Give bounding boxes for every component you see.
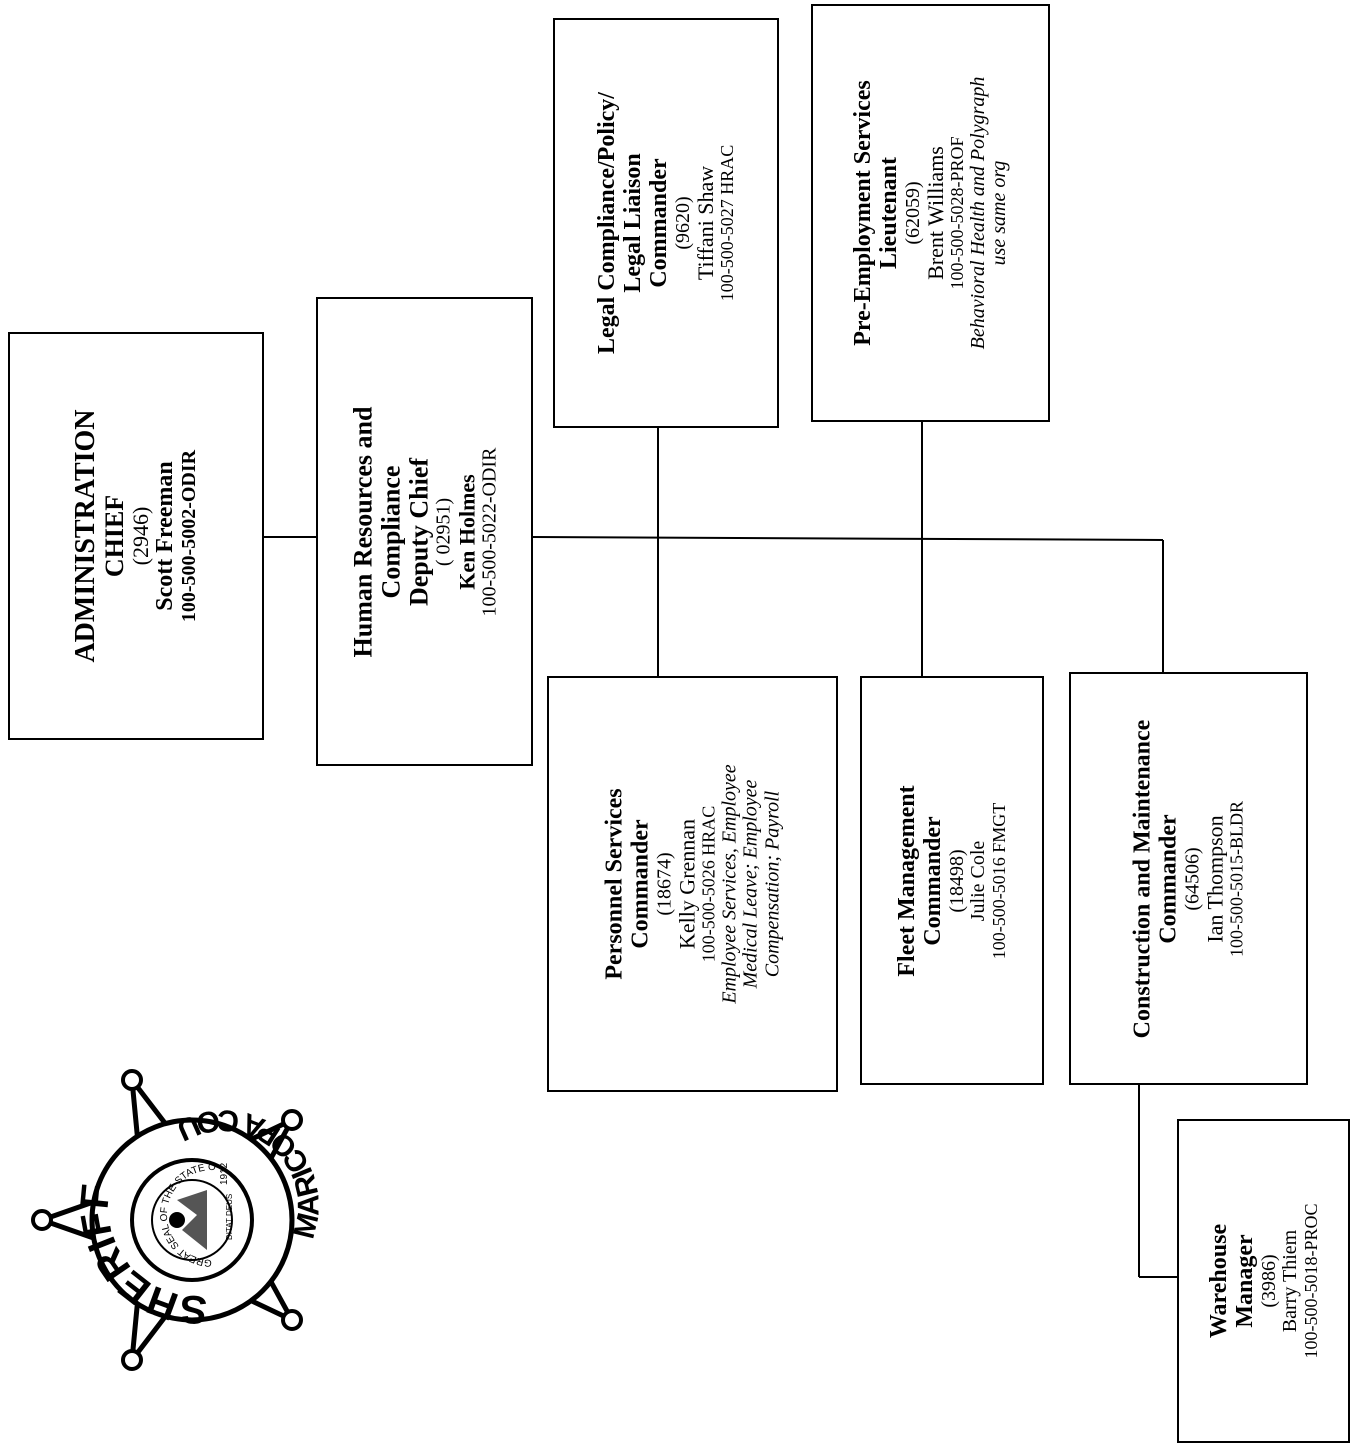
node-person: Tiffani Shaw	[693, 165, 719, 281]
node-human-resources: Human Resources and Compliance Deputy Ch…	[316, 297, 533, 766]
node-rank: Manager	[1231, 1234, 1258, 1328]
node-human-resources-text: Human Resources and Compliance Deputy Ch…	[347, 406, 500, 657]
node-title: ADMINISTRATION	[70, 409, 102, 663]
node-title: Fleet Management	[893, 784, 920, 977]
node-person: Ken Holmes	[453, 473, 479, 590]
node-construction-maintenance-text: Construction and Maintenance Commander (…	[1129, 719, 1247, 1038]
node-person: Barry Thiem	[1278, 1229, 1301, 1333]
node-title: Warehouse	[1205, 1223, 1232, 1339]
node-person: Scott Freeman	[152, 461, 179, 611]
node-org-code: 100-500-5018-PROC	[1300, 1203, 1321, 1359]
node-warehouse-text: Warehouse Manager (3986) Barry Thiem 100…	[1205, 1203, 1321, 1359]
node-number: (18498)	[945, 848, 968, 913]
node-rank: Lieutenant	[875, 156, 902, 270]
node-number: (9620)	[671, 196, 694, 250]
node-note: use same org	[987, 160, 1010, 266]
node-title: Construction and Maintenance	[1129, 719, 1156, 1038]
node-title: Compliance	[375, 465, 405, 598]
node-rank: Commander	[1155, 813, 1182, 944]
node-pre-employment: Pre-Employment Services Lieutenant (6205…	[811, 4, 1050, 422]
seal-year: 1912	[219, 1162, 230, 1185]
star-ball	[31, 1209, 53, 1231]
node-rank: CHIEF	[100, 494, 130, 578]
node-legal-compliance-text: Legal Compliance/Policy/ Legal Liaison C…	[593, 92, 738, 354]
node-org-code: 100-500-5028-PROF	[946, 136, 967, 290]
node-rank: Commander	[919, 815, 946, 946]
node-org-code: 100-500-5026 HRAC	[697, 805, 718, 963]
seal-sun	[169, 1212, 185, 1228]
node-rank: Deputy Chief	[404, 457, 434, 606]
node-fleet-management-text: Fleet Management Commander (18498) Julie…	[893, 784, 1009, 977]
node-org-code: 100-500-5002-ODIR	[178, 449, 201, 623]
node-number: (2946)	[128, 506, 154, 566]
seal-motto: DITAT DEUS	[225, 1194, 234, 1240]
node-org-code: 100-500-5016 FMGT	[988, 802, 1009, 959]
node-administration-text: ADMINISTRATION CHIEF (2946) Scott Freema…	[70, 409, 201, 663]
node-title: Legal Compliance/Policy/	[593, 92, 620, 354]
star-ball	[121, 1349, 143, 1371]
node-person: Brent Williams	[923, 146, 949, 280]
node-org-code: 100-500-5022-ODIR	[477, 447, 500, 616]
node-personnel-services: Personnel Services Commander (18674) Kel…	[547, 676, 838, 1092]
node-rank: Commander	[645, 158, 672, 288]
star-ball	[281, 1109, 303, 1131]
node-number: (18674)	[652, 852, 675, 916]
node-pre-employment-text: Pre-Employment Services Lieutenant (6205…	[849, 76, 1011, 350]
star-ball	[281, 1309, 303, 1331]
node-title: Human Resources and	[347, 406, 377, 657]
node-administration: ADMINISTRATION CHIEF (2946) Scott Freema…	[8, 332, 264, 740]
node-number: ( 02951)	[432, 497, 455, 566]
node-number: (3986)	[1257, 1254, 1280, 1308]
node-org-code: 100-500-5015-BLDR	[1226, 800, 1247, 957]
node-person: Julie Cole	[967, 840, 990, 921]
node-title: Pre-Employment Services	[849, 80, 876, 346]
node-personnel-services-text: Personnel Services Commander (18674) Kel…	[600, 764, 783, 1004]
node-org-code: 100-500-5027 HRAC	[716, 144, 737, 302]
node-note: Compensation; Payroll	[760, 790, 783, 978]
node-person: Kelly Grennan	[674, 818, 700, 950]
seal-mountains	[177, 1190, 207, 1250]
node-warehouse: Warehouse Manager (3986) Barry Thiem 100…	[1177, 1119, 1350, 1443]
connector-hr-bus	[532, 536, 1164, 541]
star-ball	[121, 1069, 143, 1091]
node-note: Employee Services, Employee	[717, 764, 740, 1004]
sheriff-badge-logo: SHERIFF MARICOPA COUNTY GREAT SEAL OF TH…	[22, 1069, 326, 1380]
node-note: Behavioral Health and Polygraph	[966, 76, 989, 350]
node-person: Ian Thompson	[1202, 814, 1228, 943]
node-note: Medical Leave; Employee	[739, 779, 761, 989]
node-rank: Commander	[626, 819, 653, 949]
node-legal-compliance: Legal Compliance/Policy/ Legal Liaison C…	[553, 18, 779, 428]
node-number: (62059)	[901, 181, 924, 245]
node-fleet-management: Fleet Management Commander (18498) Julie…	[860, 676, 1044, 1085]
node-construction-maintenance: Construction and Maintenance Commander (…	[1069, 672, 1308, 1085]
node-title: Legal Liaison	[619, 153, 646, 293]
node-number: (64506)	[1181, 846, 1204, 911]
node-title: Personnel Services	[600, 788, 627, 980]
